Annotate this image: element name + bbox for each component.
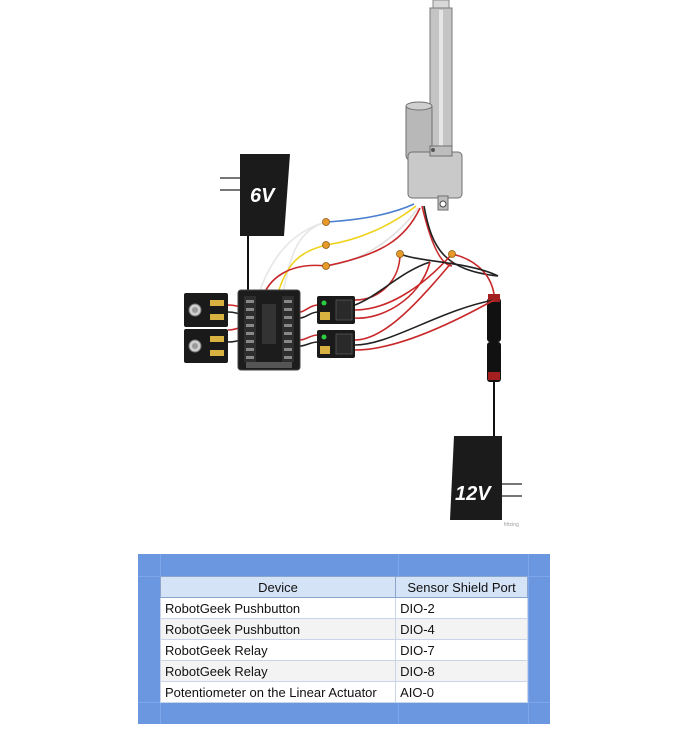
cell-port: DIO-8	[395, 660, 528, 682]
table-row: RobotGeek Relay DIO-7	[159, 639, 528, 661]
table-row: RobotGeek Relay DIO-8	[159, 660, 528, 682]
pushbutton-2	[184, 329, 228, 363]
port-table: Device Sensor Shield Port RobotGeek Push…	[159, 576, 528, 703]
relay-1	[317, 296, 355, 324]
header-port: Sensor Shield Port	[395, 576, 528, 598]
cell-port: DIO-2	[395, 597, 528, 619]
wiring-diagram: 6V 12V fritzing	[184, 0, 522, 528]
table-header-row: Device Sensor Shield Port	[159, 576, 528, 598]
fritzing-watermark: fritzing	[504, 522, 519, 528]
supply-12v-label: 12V	[455, 483, 492, 505]
actuator-gearbox	[407, 151, 463, 199]
cell-device: Potentiometer on the Linear Actuator	[159, 681, 397, 703]
cell-port: DIO-4	[395, 618, 528, 640]
linear-actuator	[405, 0, 463, 211]
cell-port: DIO-7	[395, 639, 528, 661]
table-row: RobotGeek Pushbutton DIO-4	[159, 618, 528, 640]
cell-device: RobotGeek Relay	[159, 639, 397, 661]
supply-6v-label: 6V	[250, 185, 276, 207]
relay-2	[317, 330, 355, 358]
cell-port: AIO-0	[395, 681, 528, 703]
pushbutton-1	[184, 293, 228, 327]
port-table-frame: Device Sensor Shield Port RobotGeek Push…	[138, 554, 550, 724]
table-row: RobotGeek Pushbutton DIO-2	[159, 597, 528, 619]
sensor-shield	[237, 289, 301, 371]
wire-nuts	[322, 218, 456, 270]
header-device: Device	[159, 576, 397, 598]
table-row: Potentiometer on the Linear Actuator AIO…	[159, 681, 528, 703]
cell-device: RobotGeek Relay	[159, 660, 397, 682]
cell-device: RobotGeek Pushbutton	[159, 618, 397, 640]
power-supply-6v: 6V	[220, 154, 290, 292]
cell-device: RobotGeek Pushbutton	[159, 597, 397, 619]
power-supply-12v: 12V fritzing	[450, 436, 522, 528]
inline-connector	[487, 294, 501, 436]
